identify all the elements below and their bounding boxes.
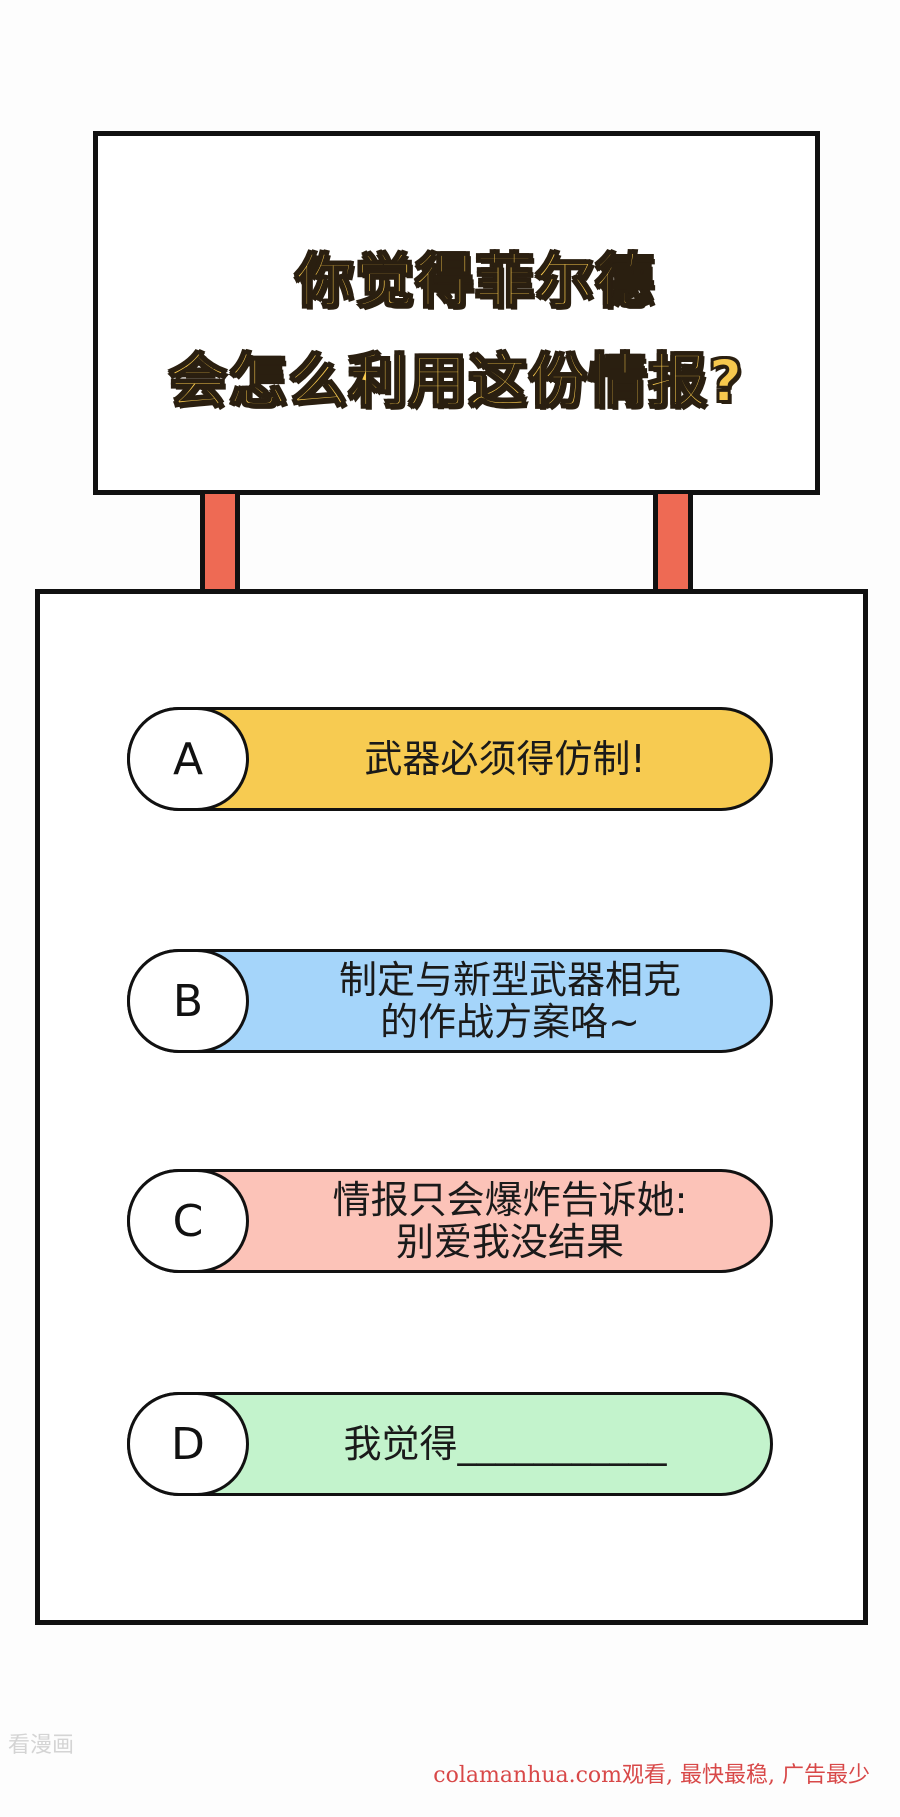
option-b-text-line2: 的作战方案咯~ — [380, 1000, 640, 1044]
option-a-label: 武器必须得仿制! — [280, 710, 730, 808]
option-d-label: 我觉得___________ — [280, 1395, 730, 1493]
option-c-label: 情报只会爆炸告诉她: 别爱我没结果 — [290, 1172, 730, 1270]
option-d-letter: D — [127, 1392, 249, 1496]
option-b-text-line1: 制定与新型武器相克 — [338, 958, 681, 1002]
option-b-letter: B — [127, 949, 249, 1053]
question-sign: 你觉得菲尔德 会怎么利用这份情报? — [93, 131, 820, 495]
option-b-label: 制定与新型武器相克 的作战方案咯~ — [290, 952, 730, 1050]
option-d-text-line1: 我觉得___________ — [343, 1422, 667, 1466]
question-title-line2: 会怎么利用这份情报? — [168, 346, 745, 416]
watermark-text: 看漫画 — [8, 1733, 75, 1758]
option-a-letter: A — [127, 707, 249, 811]
option-b-button[interactable]: B 制定与新型武器相克 的作战方案咯~ — [127, 949, 773, 1053]
option-c-text-line2: 别爱我没结果 — [395, 1220, 624, 1264]
option-c-text-line1: 情报只会爆炸告诉她: — [332, 1178, 688, 1222]
sign-post-right — [653, 494, 693, 591]
sign-post-left — [200, 494, 240, 591]
option-c-letter: C — [127, 1169, 249, 1273]
site-notice-link[interactable]: colamanhua.com观看, 最快最稳, 广告最少 — [433, 1763, 870, 1788]
option-a-text-line1: 武器必须得仿制! — [364, 737, 646, 781]
question-title-line1: 你觉得菲尔德 — [294, 246, 656, 316]
option-d-button[interactable]: D 我觉得___________ — [127, 1392, 773, 1496]
option-a-button[interactable]: A 武器必须得仿制! — [127, 707, 773, 811]
option-c-button[interactable]: C 情报只会爆炸告诉她: 别爱我没结果 — [127, 1169, 773, 1273]
